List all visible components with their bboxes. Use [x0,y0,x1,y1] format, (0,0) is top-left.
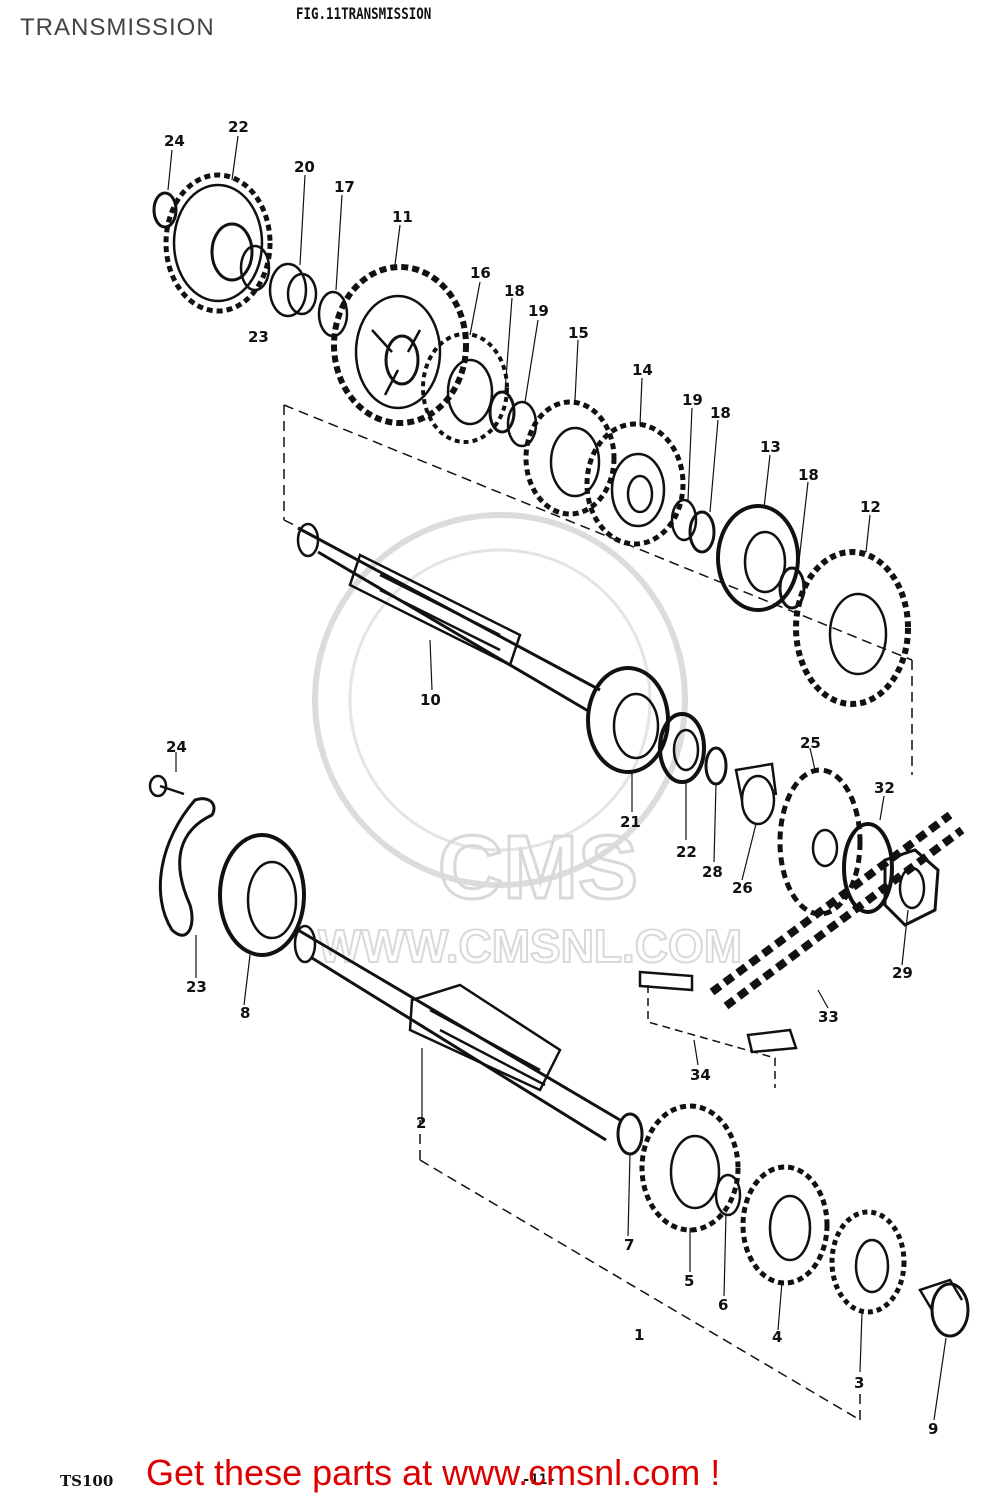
callout-26: 23 [248,328,269,346]
model-code: TS100 [60,1472,114,1490]
callout-12: 12 [860,498,881,516]
part-2-driveshaft [293,924,621,1142]
callout-25: 22 [228,118,249,136]
callout-11: 11 [392,208,413,226]
callout-19b: 19 [682,391,703,409]
part-11-gear [331,264,469,426]
callout-18c: 18 [798,466,819,484]
part-13-gear [716,504,800,612]
part-25-gear [163,172,273,314]
leader-lines [167,135,947,1421]
part-28-sprocket [777,767,863,917]
part-19-washer-2 [670,498,698,542]
callout-6: 6 [718,1296,728,1314]
callout-18b: 18 [710,404,731,422]
part-23-bracket [158,797,216,937]
part-30-oring [704,746,728,786]
part-12-gear [793,549,911,707]
callout-28: 25 [800,734,821,752]
callout-17: 17 [334,178,355,196]
callout-21: 21 [620,813,641,831]
part-8-bearing [218,833,306,957]
callout-33: 33 [818,1008,839,1026]
part-6-washer [714,1173,742,1217]
figure-title: FIG.11TRANSMISSION [296,4,432,23]
part-22-seal [658,712,706,784]
countershaft-bracket [283,404,913,775]
part-10-countershaft [296,522,601,714]
part-16-gear [421,332,509,444]
part-14-gear [584,421,686,547]
part-5-gear [639,1103,741,1233]
part-4-gear [740,1164,830,1286]
page-number: -11- [522,1472,556,1488]
callout-5: 5 [684,1272,694,1290]
part-3-gear [829,1209,907,1315]
callout-8: 8 [240,1004,250,1022]
part-17-washer [317,290,349,338]
watermark-url: WWW.CMSNL.COM [318,920,742,972]
callout-24: 24 [166,738,187,756]
part-20-bearing [268,262,318,318]
callout-labels: 24 22 20 17 11 16 18 19 15 14 19 18 13 1… [164,118,938,1438]
part-24-bolt [148,774,185,798]
part-29-spacer [734,762,778,826]
part-18-ring-3 [778,566,806,610]
callout-13: 13 [760,438,781,456]
driveshaft-bracket [419,1120,861,1421]
callout-14: 14 [632,361,653,379]
callout-23: 23 [186,978,207,996]
cta-link[interactable]: Get these parts at www.cmsnl.com ! [146,1452,721,1493]
callout-9: 9 [928,1420,938,1438]
part-32-lock-washer [842,822,894,914]
part-9-bushing [918,1278,970,1338]
part-7-circlip [616,1112,644,1156]
part-21-bearing [586,666,670,774]
callout-32: 32 [874,779,895,797]
watermark: CMS WWW.CMSNL.COM [312,512,743,973]
page-title: TRANSMISSION [20,14,215,41]
callout-22: 22 [676,843,697,861]
part-15-gear [523,399,617,517]
part-34-chain-clip [638,970,798,1088]
watermark-brand: CMS [438,818,638,918]
part-26-ring [239,244,271,292]
callout-7: 7 [624,1236,634,1254]
callout-4: 4 [772,1328,782,1346]
callout-3: 3 [854,1374,864,1392]
callout-18a: 18 [504,282,525,300]
callout-19a: 19 [528,302,549,320]
callout-27: 24 [164,132,185,150]
callout-30: 28 [702,863,723,881]
callout-10: 10 [420,691,441,709]
part-18-ring-2 [688,510,716,554]
callout-16: 16 [470,264,491,282]
callout-2: 2 [416,1114,426,1132]
callout-15: 15 [568,324,589,342]
callout-34: 34 [690,1066,711,1084]
callout-29: 26 [732,879,753,897]
callout-31: 29 [892,964,913,982]
callout-1: 1 [634,1326,644,1344]
callout-20: 20 [294,158,315,176]
part-33-chain [709,811,965,1010]
part-18-ring [488,390,516,434]
